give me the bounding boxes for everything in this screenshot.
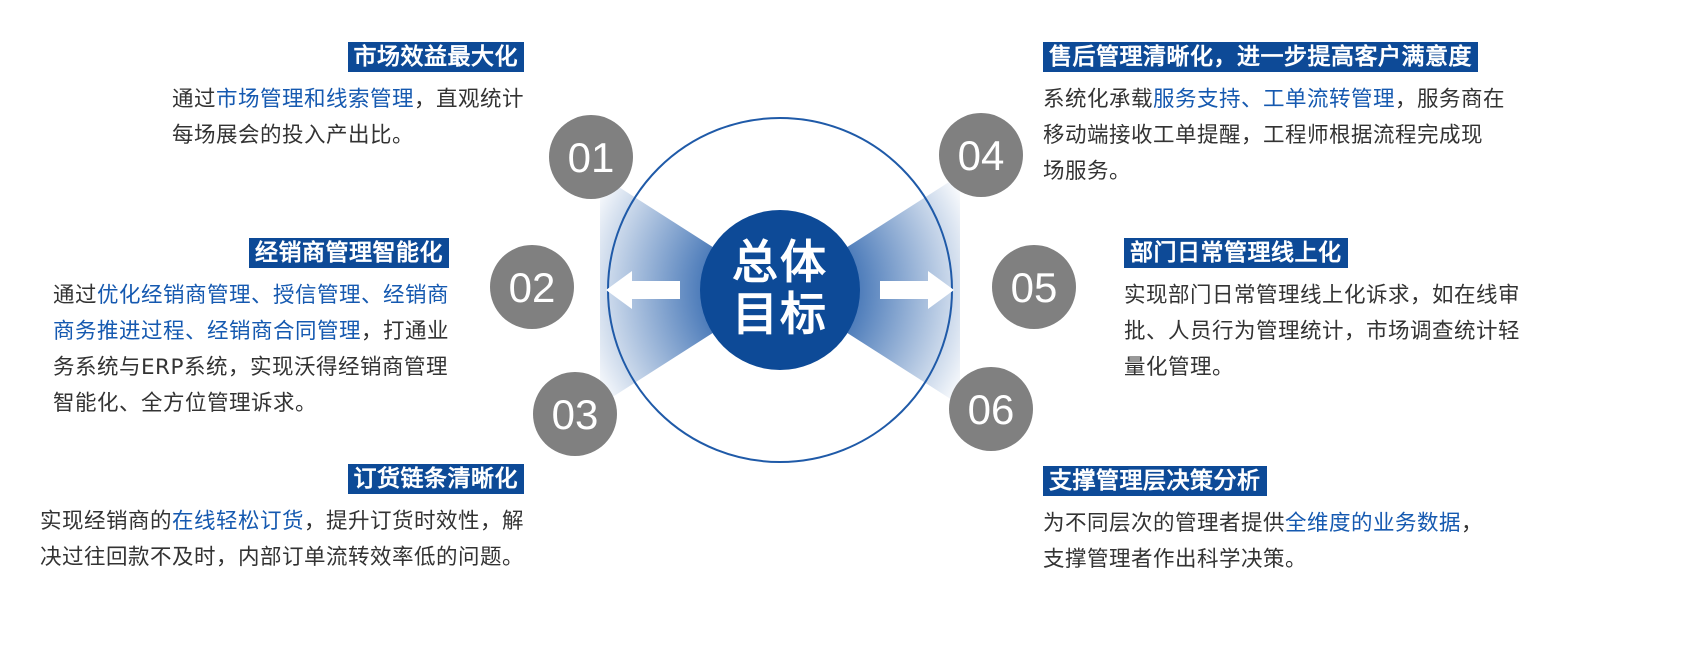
desc-text: 支撑管理者作出科学决策。 xyxy=(1043,547,1308,572)
desc-text: 实现经销商的 xyxy=(39,509,172,534)
goal-01-desc: 通过市场管理和线索管理，直观统计每场展会的投入产出比。 xyxy=(172,82,524,154)
desc-text: 每场展会的投入产出比。 xyxy=(171,123,414,148)
goal-04-block: 售后管理清晰化，进一步提高客户满意度 系统化承载服务支持、工单流转管理，服务商在… xyxy=(1043,42,1505,190)
goal-05-title: 部门日常管理线上化 xyxy=(1124,238,1348,268)
goal-01-block: 市场效益最大化 通过市场管理和线索管理，直观统计每场展会的投入产出比。 xyxy=(172,42,524,154)
desc-text: 批、人员行为管理统计，市场调查统计轻 xyxy=(1124,319,1521,344)
goal-05-desc: 实现部门日常管理线上化诉求，如在线审批、人员行为管理统计，市场调查统计轻量化管理… xyxy=(1124,278,1520,386)
node-04: 04 xyxy=(939,113,1023,197)
right-arrow-icon xyxy=(880,271,954,309)
goal-03-desc: 实现经销商的在线轻松订货，提升订货时效性，解决过往回款不及时，内部订单流转效率低… xyxy=(40,504,524,576)
desc-text: 务系统与ERP系统，实现沃得经销商管理 xyxy=(52,355,448,380)
desc-text: 为不同层次的管理者提供 xyxy=(1043,511,1286,536)
highlight-text: 服务支持、工单流转管理 xyxy=(1153,87,1396,112)
highlight-text: 全维度的业务数据 xyxy=(1285,511,1462,536)
desc-text: 系统化承载 xyxy=(1043,87,1154,112)
goal-01-title: 市场效益最大化 xyxy=(347,42,524,72)
node-02-label: 02 xyxy=(509,264,556,311)
node-04-label: 04 xyxy=(958,132,1005,179)
desc-text: 场服务。 xyxy=(1043,159,1132,184)
goal-02-block: 经销商管理智能化 通过优化经销商管理、授信管理、经销商商务推进过程、经销商合同管… xyxy=(53,238,449,422)
left-arrow-icon xyxy=(606,271,680,309)
center-title-line1: 总体 xyxy=(732,235,828,289)
center-circle: 总体 目标 xyxy=(700,210,860,370)
right-glow-wedge xyxy=(780,175,960,405)
highlight-text: 优化经销商管理、授信管理、经销商 xyxy=(96,283,449,308)
node-01: 01 xyxy=(549,115,633,199)
desc-text: 智能化、全方位管理诉求。 xyxy=(52,391,317,416)
node-06-label: 06 xyxy=(968,386,1015,433)
goal-04-desc: 系统化承载服务支持、工单流转管理，服务商在移动端接收工单提醒，工程师根据流程完成… xyxy=(1043,82,1505,190)
node-01-label: 01 xyxy=(568,134,615,181)
desc-text: ，直观统计 xyxy=(413,87,524,112)
desc-text: 移动端接收工单提醒，工程师根据流程完成现 xyxy=(1043,123,1484,148)
desc-text: 实现部门日常管理线上化诉求，如在线审 xyxy=(1124,283,1521,308)
goal-04-title: 售后管理清晰化，进一步提高客户满意度 xyxy=(1043,42,1478,72)
desc-text: 量化管理。 xyxy=(1124,355,1235,380)
goal-05-block: 部门日常管理线上化 实现部门日常管理线上化诉求，如在线审批、人员行为管理统计，市… xyxy=(1124,238,1520,386)
desc-text: ， xyxy=(1461,511,1484,536)
goal-06-title: 支撑管理层决策分析 xyxy=(1043,466,1267,496)
highlight-text: 商务推进过程、经销商合同管理 xyxy=(52,319,361,344)
goal-02-desc: 通过优化经销商管理、授信管理、经销商商务推进过程、经销商合同管理，打通业务系统与… xyxy=(53,278,449,422)
desc-text: 通过 xyxy=(52,283,97,308)
desc-text: 通过 xyxy=(171,87,216,112)
center-title-line2: 目标 xyxy=(732,287,828,341)
node-03: 03 xyxy=(533,372,617,456)
node-06: 06 xyxy=(949,367,1033,451)
highlight-text: 市场管理和线索管理 xyxy=(215,87,414,112)
goal-02-title: 经销商管理智能化 xyxy=(249,238,449,268)
desc-text: ，打通业 xyxy=(360,319,449,344)
desc-text: 决过往回款不及时，内部订单流转效率低的问题。 xyxy=(39,545,524,570)
goal-06-desc: 为不同层次的管理者提供全维度的业务数据， 支撑管理者作出科学决策。 xyxy=(1043,506,1483,578)
goal-06-block: 支撑管理层决策分析 为不同层次的管理者提供全维度的业务数据， 支撑管理者作出科学决… xyxy=(1043,466,1483,578)
goal-03-block: 订货链条清晰化 实现经销商的在线轻松订货，提升订货时效性，解决过往回款不及时，内… xyxy=(40,464,524,576)
highlight-text: 在线轻松订货 xyxy=(171,509,304,534)
node-03-label: 03 xyxy=(552,391,599,438)
goal-03-title: 订货链条清晰化 xyxy=(347,464,524,494)
desc-text: ，提升订货时效性，解 xyxy=(303,509,524,534)
desc-text: ，服务商在 xyxy=(1395,87,1506,112)
node-05-label: 05 xyxy=(1011,264,1058,311)
left-glow-wedge xyxy=(600,175,780,405)
node-05: 05 xyxy=(992,245,1076,329)
node-02: 02 xyxy=(490,245,574,329)
